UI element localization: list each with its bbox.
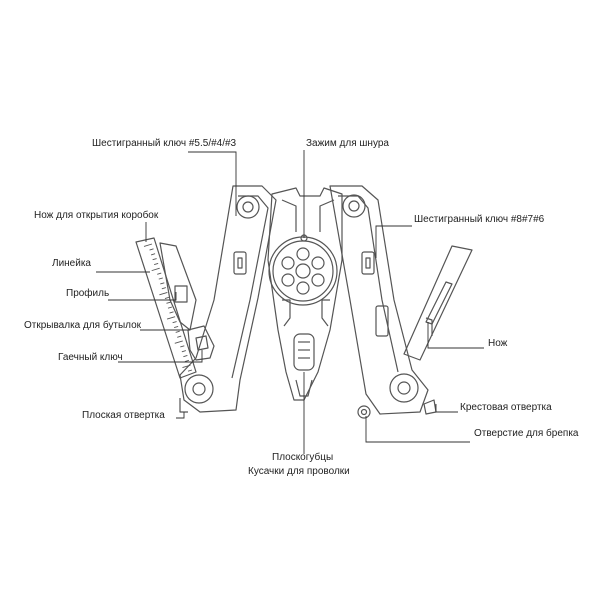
leader-hex-left: [188, 151, 237, 216]
hex-bit-cylinder: [268, 236, 338, 306]
ruler-tick: [174, 325, 179, 329]
wrench-tool: [187, 325, 215, 361]
leader-clip-hole: [365, 416, 470, 443]
pliers-body: [267, 187, 343, 401]
label-pliers: Плоскогубцы: [272, 452, 334, 463]
ruler-tick: [172, 321, 177, 324]
ruler-tick: [161, 287, 166, 290]
label-phillips-screwdriver: Крестовая отвертка: [460, 402, 552, 413]
bottle-opener-tool: [159, 242, 197, 331]
ruler-tick: [183, 355, 188, 358]
ruler-tick: [166, 301, 171, 304]
ruler-tick: [180, 345, 185, 348]
leader-wrench: [118, 350, 203, 363]
ruler-tick: [182, 364, 191, 368]
ruler-tick: [166, 316, 176, 320]
ruler-tick: [164, 296, 170, 299]
label-bottle-opener: Открывалка для бутылок: [24, 320, 142, 331]
label-flat-screwdriver: Плоская отвертка: [82, 410, 165, 421]
ruler-tick: [177, 335, 182, 338]
phillips-tip: [423, 399, 437, 415]
leader-hex-right: [375, 225, 412, 258]
leader-knife: [427, 322, 484, 349]
label-box-knife: Нож для открытия коробок: [34, 210, 159, 221]
label-clip-hole: Отверстие для брепка: [474, 428, 579, 439]
ruler-tick: [160, 282, 165, 285]
ruler-tick: [159, 292, 168, 296]
label-wrench: Гаечный ключ: [58, 352, 123, 363]
label-hex-key-left: Шестигранный ключ #5.5/#4/#3: [92, 138, 237, 149]
ruler-tick: [152, 258, 157, 261]
label-ruler: Линейка: [52, 258, 91, 269]
ruler-tick: [143, 243, 153, 247]
ruler-blade: [135, 237, 197, 379]
ruler-tick: [150, 253, 156, 256]
ruler-tick: [149, 248, 154, 251]
ruler-tick: [157, 272, 162, 275]
ruler-tick: [174, 340, 183, 344]
ruler-tick: [175, 330, 180, 333]
left-arm: [179, 185, 277, 413]
ruler-tick: [184, 359, 190, 362]
clip-hole: [357, 405, 371, 419]
leader-profile: [108, 292, 177, 301]
ruler-tick: [187, 369, 193, 372]
ruler-tick: [167, 306, 173, 309]
ruler-tick: [158, 277, 163, 280]
knife-blade: [403, 245, 473, 361]
leader-flat: [176, 412, 185, 419]
right-arm: [329, 185, 429, 415]
ruler-tick: [154, 262, 159, 266]
flat-screwdriver-tip: [179, 398, 188, 413]
ruler-tick: [169, 311, 174, 314]
label-wire-cutter: Кусачки для проволки: [248, 466, 350, 477]
ruler-tick: [151, 267, 160, 272]
label-knife: Нож: [488, 338, 508, 349]
label-cord-clamp: Зажим для шнура: [306, 138, 389, 149]
label-hex-key-right: Шестигранный ключ #8#7#6: [414, 214, 545, 225]
label-profile: Профиль: [66, 288, 110, 299]
ruler-tick: [181, 350, 186, 353]
leader-phillips: [435, 404, 458, 413]
